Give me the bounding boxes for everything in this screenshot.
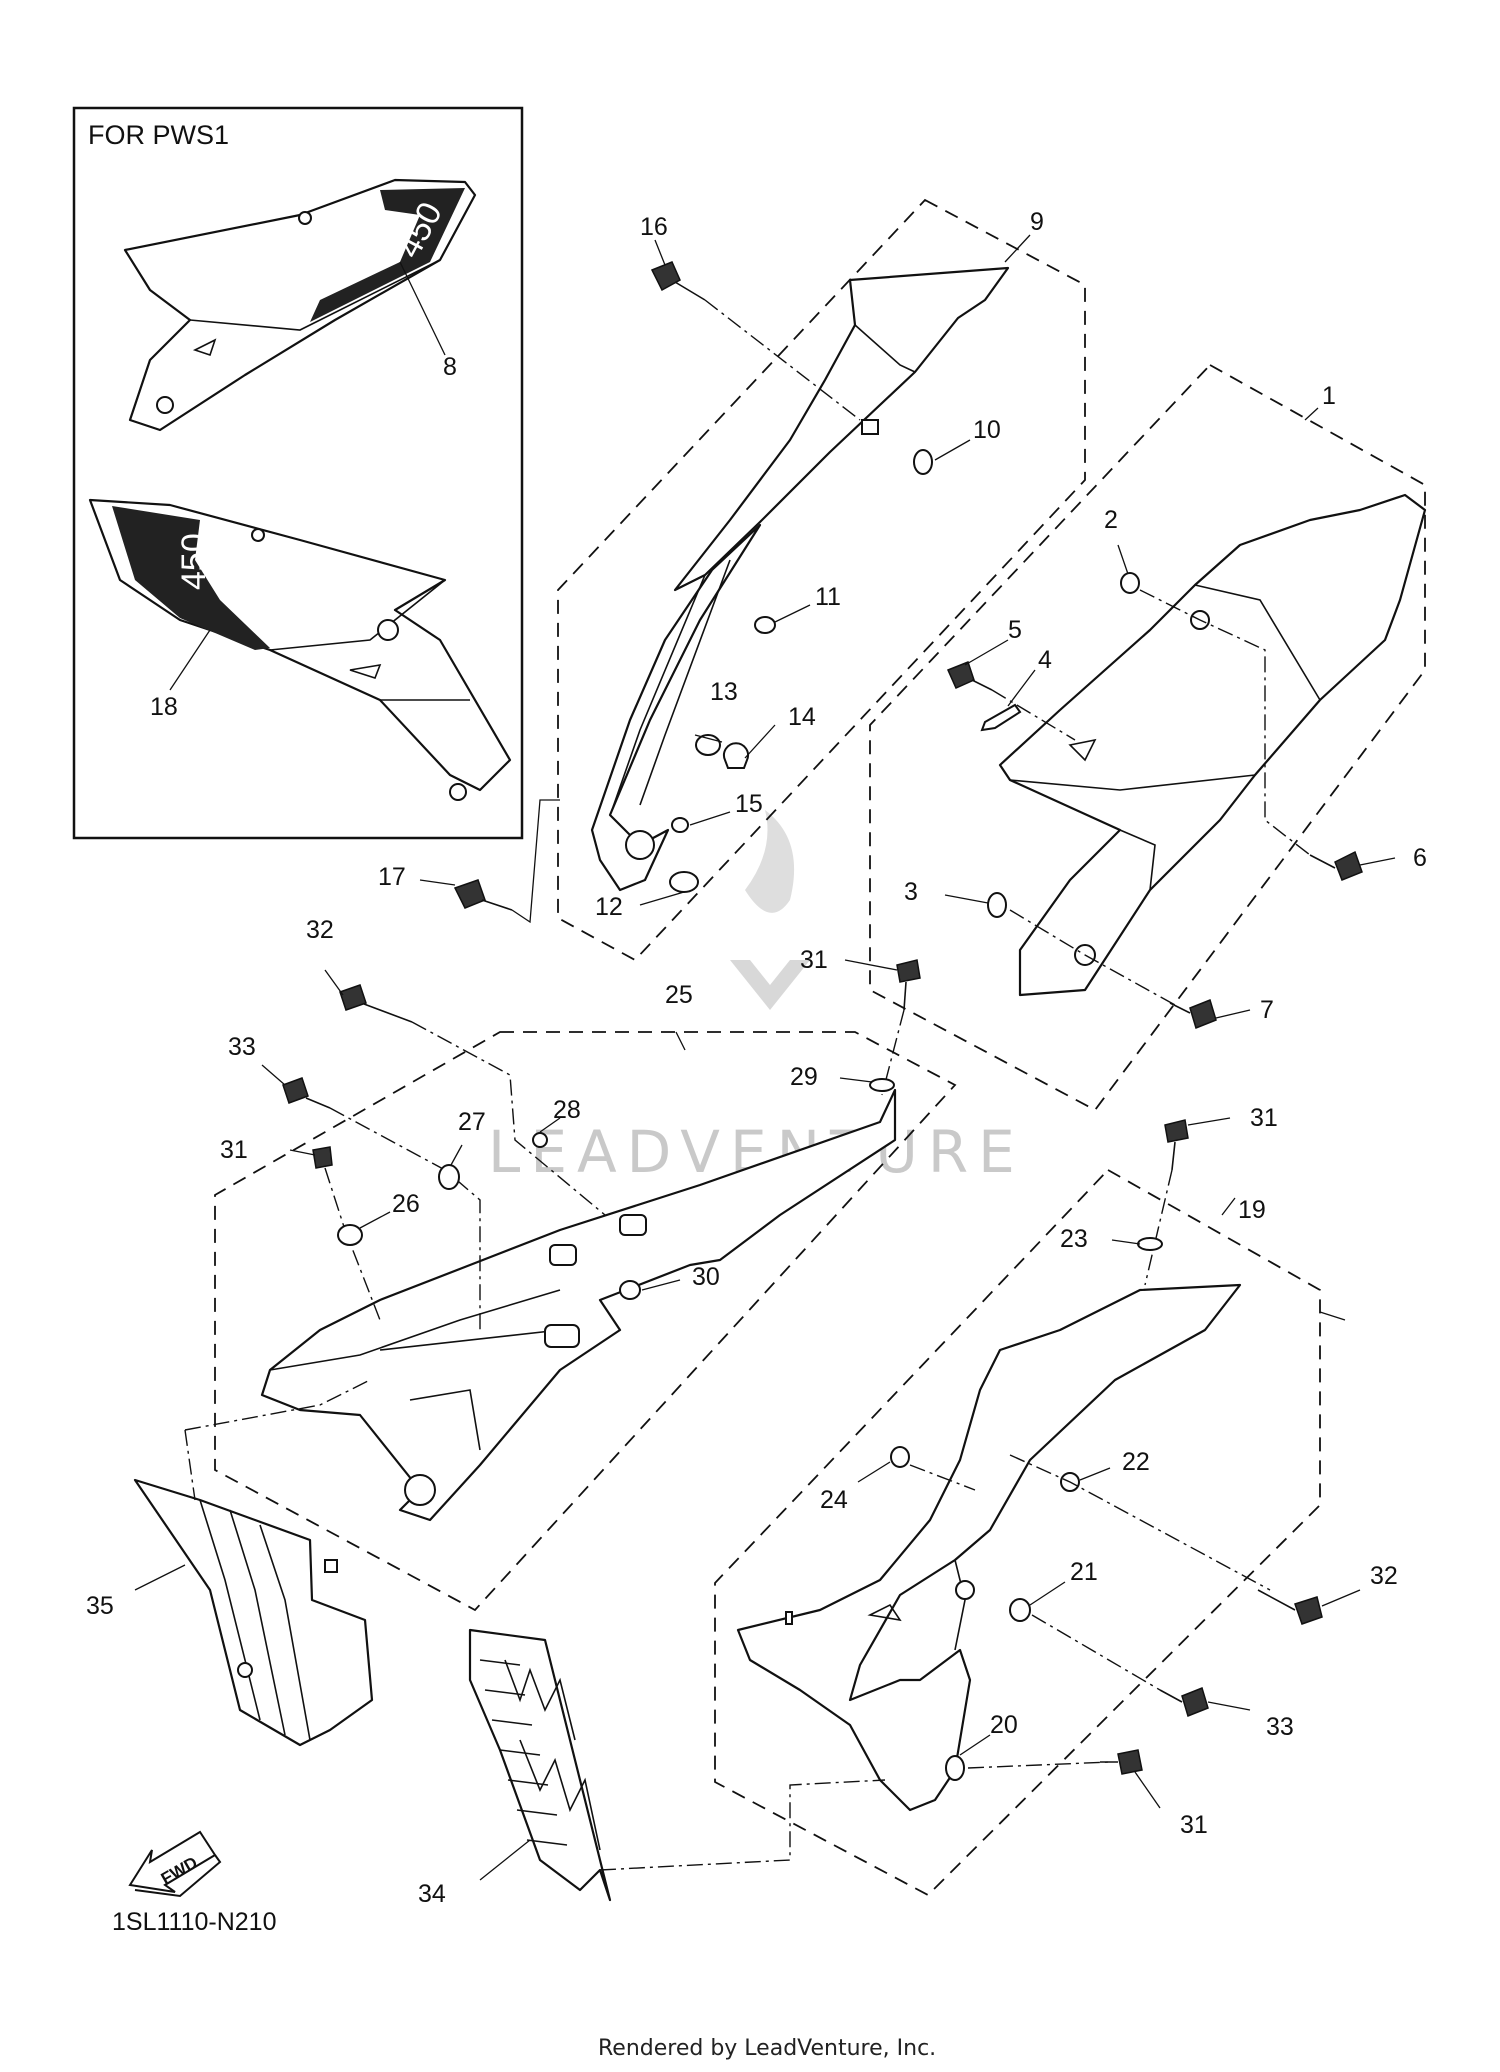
callout-26: 26 [392, 1190, 420, 1218]
decal-18-illustration: 450 [88, 498, 512, 801]
callout-18: 18 [150, 693, 178, 721]
washer-29 [869, 1078, 895, 1092]
part-25-bracket [260, 1088, 897, 1522]
bolt-33-upper [282, 1077, 331, 1109]
washer-3 [987, 892, 1007, 918]
group-box-19 [714, 1168, 1321, 1897]
washer-21 [1009, 1598, 1031, 1622]
callout-5: 5 [1008, 616, 1022, 644]
bolt-31-right [1164, 1119, 1189, 1171]
callout-32-b: 32 [1370, 1562, 1398, 1590]
callout-6: 6 [1413, 844, 1427, 872]
inset-panel: FOR PWS1 450 8 450 18 [72, 106, 524, 840]
callout-16: 16 [640, 213, 668, 241]
group-box-1 [869, 363, 1426, 1112]
callout-15: 15 [735, 790, 763, 818]
callout-12: 12 [595, 893, 623, 921]
callout-13: 13 [710, 678, 738, 706]
callout-10: 10 [973, 416, 1001, 444]
group-box-25 [214, 1031, 957, 1612]
collar-10 [913, 449, 933, 475]
inset-title: FOR PWS1 [88, 120, 229, 150]
callout-9: 9 [1030, 208, 1044, 236]
bolt-32-upper [339, 984, 413, 1023]
bolt-32-lower [1257, 1589, 1323, 1625]
washer-11 [754, 616, 776, 634]
callout-21: 21 [1070, 1558, 1098, 1586]
bolt-7 [1169, 998, 1217, 1030]
callout-3: 3 [904, 878, 918, 906]
grommet-20 [945, 1755, 965, 1781]
decal-18-number: 450 [175, 533, 213, 590]
watermark: LEADVENTURE [488, 810, 1015, 1186]
callout-31-a: 31 [800, 946, 828, 974]
callout-1: 1 [1322, 382, 1336, 410]
collar-28 [532, 1132, 548, 1148]
bolt-31-lower [1100, 1749, 1143, 1775]
footer-credit: Rendered by LeadVenture, Inc. [598, 2036, 936, 2061]
callout-24: 24 [820, 1486, 848, 1514]
bolt-16 [650, 261, 706, 301]
grommet-27 [438, 1164, 460, 1190]
callout-2: 2 [1104, 506, 1118, 534]
callout-17: 17 [378, 863, 406, 891]
grommet-2 [1120, 572, 1140, 594]
bolt-31-upper [896, 959, 921, 1011]
callout-31-c: 31 [1250, 1104, 1278, 1132]
bolt-17 [453, 879, 513, 911]
callout-11: 11 [815, 583, 841, 611]
callout-8: 8 [443, 353, 457, 381]
grommet-26 [337, 1224, 363, 1246]
part-1-shroud [998, 493, 1427, 997]
callout-32-a: 32 [306, 916, 334, 944]
callout-28: 28 [553, 1096, 581, 1124]
part-9-cover [590, 266, 1010, 892]
callout-19: 19 [1238, 1196, 1266, 1224]
callout-30: 30 [692, 1263, 720, 1291]
grommet-24 [890, 1446, 910, 1468]
washer-12 [669, 871, 699, 893]
bolt-33-lower [1159, 1686, 1209, 1718]
clip-4 [980, 703, 1022, 732]
callout-7: 7 [1260, 996, 1274, 1024]
callout-23: 23 [1060, 1225, 1088, 1253]
callout-27: 27 [458, 1108, 486, 1136]
callout-34: 34 [418, 1880, 446, 1908]
callout-4: 4 [1038, 646, 1052, 674]
callout-20: 20 [990, 1711, 1018, 1739]
nut-30 [619, 1280, 641, 1300]
callout-33-b: 33 [1266, 1713, 1294, 1741]
part-35-guard [133, 1478, 374, 1747]
group-box-9 [557, 198, 1086, 962]
callout-33-a: 33 [228, 1033, 256, 1061]
part-34-louver [468, 1628, 612, 1902]
callout-35: 35 [86, 1592, 114, 1620]
washer-23 [1137, 1237, 1163, 1251]
callout-29: 29 [790, 1063, 818, 1091]
fwd-arrow-icon: FWD [128, 1830, 222, 1898]
callout-22: 22 [1122, 1448, 1150, 1476]
callout-31-d: 31 [1180, 1811, 1208, 1839]
part-19-cover [736, 1283, 1242, 1812]
callout-14: 14 [788, 703, 816, 731]
callout-31-b: 31 [220, 1136, 248, 1164]
bolt-6 [1309, 850, 1363, 881]
bolt-5 [946, 661, 993, 691]
decal-8-illustration: 450 [123, 178, 477, 432]
callout-25: 25 [665, 981, 693, 1009]
washer-15 [671, 817, 689, 833]
diagram-code: 1SL1110-N210 [112, 1908, 276, 1936]
bolt-31-left [312, 1146, 333, 1169]
collar-14 [723, 742, 749, 769]
